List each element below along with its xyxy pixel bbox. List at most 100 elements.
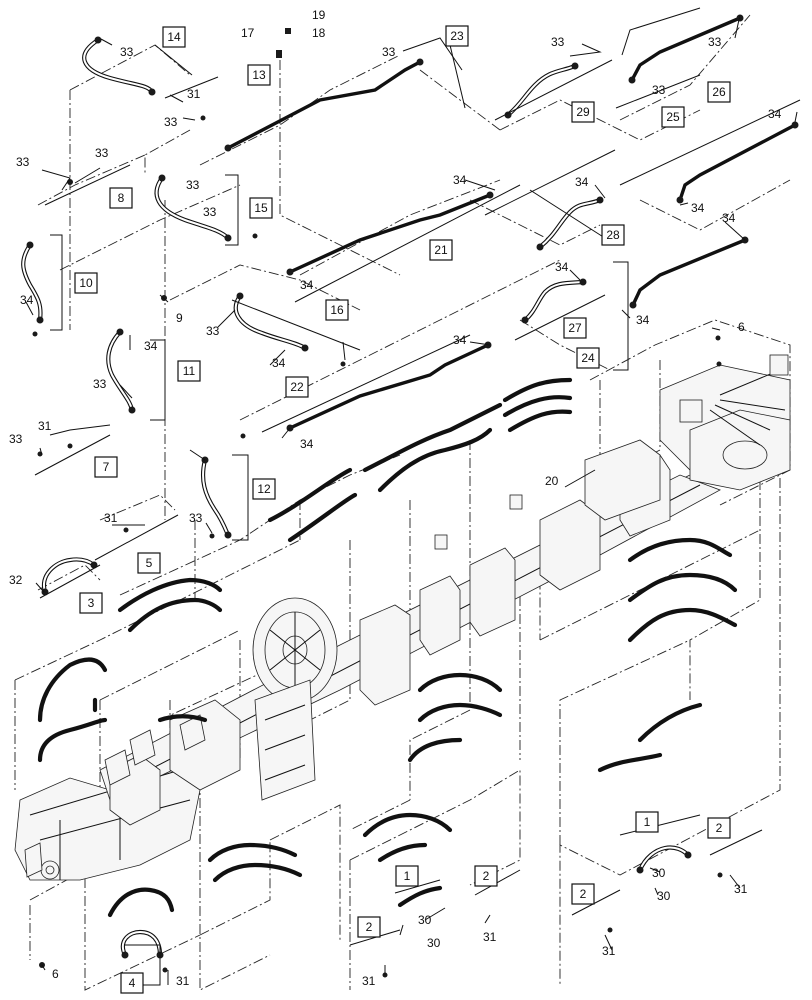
svg-text:2: 2: [580, 887, 587, 901]
callout-label: 30: [427, 936, 441, 950]
callout-box: 16: [325, 299, 349, 321]
svg-text:12: 12: [257, 482, 271, 496]
callout-label: 20: [545, 474, 559, 488]
callout-box: 27: [563, 317, 587, 339]
svg-text:1: 1: [644, 815, 651, 829]
callout-label: 34: [555, 260, 569, 274]
callout-label: 31: [38, 419, 52, 433]
callout-box: 10: [74, 272, 98, 294]
callout-box: 29: [571, 101, 595, 123]
callout-label: 33: [708, 35, 722, 49]
svg-text:5: 5: [146, 556, 153, 570]
callout-label: 31: [187, 87, 201, 101]
callout-label: 31: [734, 882, 748, 896]
callout-box: 22: [285, 376, 309, 398]
callout-box: 7: [94, 456, 118, 478]
svg-text:4: 4: [129, 976, 136, 990]
callout-label: 34: [691, 201, 705, 215]
callout-label: 6: [738, 320, 745, 334]
callout-box: 14: [162, 26, 186, 48]
callout-label: 34: [272, 356, 286, 370]
callout-label: 30: [652, 866, 666, 880]
callout-box: 2: [357, 916, 381, 938]
callout-label: 30: [657, 889, 671, 903]
callout-label: 33: [95, 146, 109, 160]
svg-text:28: 28: [606, 228, 620, 242]
callout-label: 33: [9, 432, 23, 446]
callout-box: 2: [707, 817, 731, 839]
svg-text:10: 10: [79, 276, 93, 290]
callout-label: 33: [551, 35, 565, 49]
callout-label: 33: [186, 178, 200, 192]
callout-box: 3: [79, 592, 103, 614]
callout-box: 4: [120, 972, 144, 994]
svg-text:13: 13: [252, 68, 266, 82]
callout-label: 34: [453, 333, 467, 347]
callout-box: 1: [395, 865, 419, 887]
svg-text:2: 2: [716, 821, 723, 835]
svg-text:26: 26: [712, 85, 726, 99]
callout-label: 17: [241, 26, 255, 40]
callout-label: 31: [104, 511, 118, 525]
callout-box: 2: [474, 865, 498, 887]
callout-label: 30: [418, 913, 432, 927]
svg-text:2: 2: [483, 869, 490, 883]
callout-box: 28: [601, 224, 625, 246]
callout-box: 21: [429, 239, 453, 261]
callout-label: 19: [312, 8, 326, 22]
callout-box: 8: [109, 187, 133, 209]
svg-text:16: 16: [330, 303, 344, 317]
plain-callouts: 19 17 18 33 33 33 33 33 31 33 33 33 33 3…: [9, 8, 782, 988]
callout-box: 15: [249, 197, 273, 219]
svg-text:21: 21: [434, 243, 448, 257]
callout-label: 31: [602, 944, 616, 958]
callout-label: 33: [189, 511, 203, 525]
svg-text:2: 2: [366, 920, 373, 934]
svg-text:7: 7: [103, 460, 110, 474]
callout-label: 34: [300, 437, 314, 451]
callout-label: 33: [93, 377, 107, 391]
callout-box: 12: [252, 478, 276, 500]
svg-text:1: 1: [404, 869, 411, 883]
callout-label: 18: [312, 26, 326, 40]
svg-text:27: 27: [568, 321, 582, 335]
callout-box: 2: [571, 883, 595, 905]
callout-label: 32: [9, 573, 23, 587]
svg-text:8: 8: [118, 191, 125, 205]
hoses-and-tubes: [21, 16, 797, 958]
frame-assembly: [14, 354, 791, 881]
svg-text:29: 29: [576, 105, 590, 119]
callout-label: 33: [203, 205, 217, 219]
svg-text:11: 11: [183, 364, 196, 378]
callout-label: 34: [722, 211, 736, 225]
callout-box: 24: [576, 347, 600, 369]
callout-label: 33: [120, 45, 134, 59]
callout-box: 13: [247, 64, 271, 86]
svg-text:24: 24: [581, 351, 595, 365]
callout-label: 31: [176, 974, 190, 988]
callout-label: 6: [52, 967, 59, 981]
svg-text:25: 25: [666, 110, 680, 124]
callout-label: 34: [20, 293, 34, 307]
callout-label: 34: [636, 313, 650, 327]
callout-leaders: [25, 7, 801, 986]
svg-text:15: 15: [254, 201, 268, 215]
callout-label: 31: [483, 930, 497, 944]
callout-box: 11: [177, 360, 201, 382]
callout-label: 34: [300, 278, 314, 292]
callout-label: 34: [453, 173, 467, 187]
svg-text:22: 22: [290, 380, 304, 394]
callout-box: 25: [661, 106, 685, 128]
callout-label: 31: [362, 974, 376, 988]
callout-label: 9: [176, 311, 183, 325]
boxed-callouts: 14 13 23 29 26 25 8 15 21 28 10 16 27 24…: [74, 25, 731, 994]
callout-label: 33: [652, 83, 666, 97]
svg-text:14: 14: [167, 30, 181, 44]
callout-label: 33: [206, 324, 220, 338]
callout-label: 34: [768, 107, 782, 121]
callout-box: 1: [635, 811, 659, 833]
callout-box: 26: [707, 81, 731, 103]
callout-box: 5: [137, 552, 161, 574]
callout-box: 23: [445, 25, 469, 47]
